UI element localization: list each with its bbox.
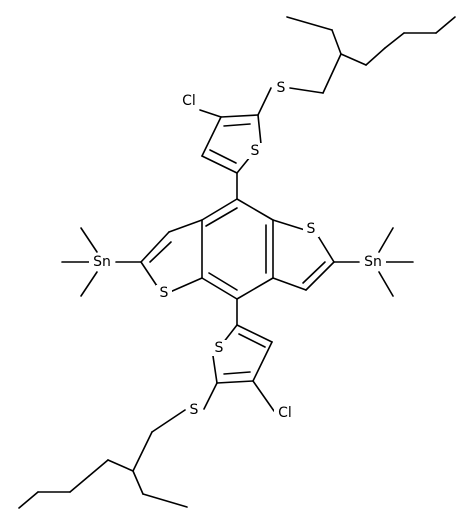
atom-chlorine-bottom: Cl xyxy=(278,405,292,421)
atom-sulfur-thiophene-bottom: S xyxy=(215,340,224,356)
bond-lines xyxy=(18,16,456,509)
atom-tin-left: Sn xyxy=(93,254,111,270)
atom-labels: S Cl S S Sn Sn S S Cl S xyxy=(89,80,386,421)
atom-sulfur-core-left: S xyxy=(160,285,169,301)
atom-sulfur-thiophene-top: S xyxy=(251,143,260,159)
atom-sulfur-thioether-top: S xyxy=(277,80,286,96)
atom-tin-right: Sn xyxy=(364,254,382,270)
atom-sulfur-thioether-bottom: S xyxy=(190,402,199,418)
atom-chlorine-top: Cl xyxy=(182,93,196,109)
atom-sulfur-core-right: S xyxy=(307,221,316,237)
